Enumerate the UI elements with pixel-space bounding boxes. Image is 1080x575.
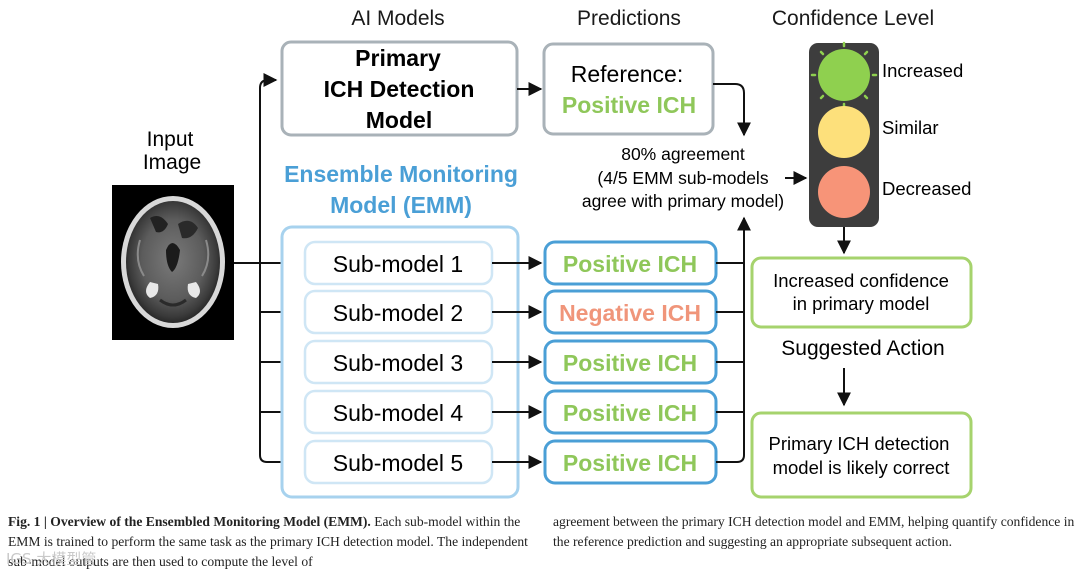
- input-label-line2: Image: [143, 151, 201, 174]
- figure-caption-left: Fig. 1 | Overview of the Ensembled Monit…: [8, 512, 532, 572]
- agreement-line1: 80% agreement: [621, 144, 745, 164]
- suggested-action-label: Suggested Action: [781, 337, 944, 360]
- submodel-name-4: Sub-model 4: [333, 400, 464, 426]
- submodel-name-5: Sub-model 5: [333, 450, 463, 476]
- submodel-row-3: Sub-model 3 Positive ICH: [303, 339, 718, 385]
- action-line1: Primary ICH detection: [769, 433, 950, 454]
- action-line2: model is likely correct: [773, 457, 950, 478]
- watermark: IGS 大模型管: [6, 550, 97, 568]
- action-box: Primary ICH detection model is likely co…: [750, 411, 973, 499]
- reference-label: Reference:: [571, 61, 684, 87]
- primary-model-line2: ICH Detection: [324, 76, 475, 102]
- header-ai-models: AI Models: [351, 7, 444, 30]
- submodel-row-2: Sub-model 2 Negative ICH: [303, 289, 718, 335]
- traffic-light: [809, 41, 879, 227]
- submodel-row-5: Sub-model 5 Positive ICH: [303, 439, 718, 485]
- reference-value: Positive ICH: [562, 92, 696, 118]
- primary-model-box: Primary ICH Detection Model: [280, 40, 519, 137]
- confidence-line1: Increased confidence: [773, 270, 949, 291]
- prediction-3: Positive ICH: [563, 350, 697, 376]
- predictions-collector-arrows: [716, 216, 751, 463]
- caption-left-text: Each sub-model within the EMM is trained…: [8, 514, 528, 569]
- agreement-text: 80% agreement (4/5 EMM sub-models agree …: [582, 144, 784, 211]
- reference-to-agreement-arrow: [713, 83, 751, 137]
- prediction-1: Positive ICH: [563, 251, 697, 277]
- prediction-4: Positive ICH: [563, 400, 697, 426]
- submodel-row-4: Sub-model 4 Positive ICH: [303, 389, 718, 435]
- figure-caption-right: agreement between the primary ICH detect…: [553, 514, 1075, 549]
- figure-label: Fig. 1 | Overview of the Ensembled Monit…: [8, 514, 371, 529]
- label-increased: Increased: [882, 60, 963, 81]
- increased-light: [810, 41, 878, 109]
- reference-box: Reference: Positive ICH: [542, 42, 715, 136]
- emm-title-line2: Model (EMM): [330, 192, 472, 218]
- submodel-name-1: Sub-model 1: [333, 251, 463, 277]
- label-similar: Similar: [882, 117, 939, 138]
- confidence-box: Increased confidence in primary model: [750, 256, 973, 329]
- submodel-name-3: Sub-model 3: [333, 350, 463, 376]
- confidence-line2: in primary model: [793, 293, 930, 314]
- label-decreased: Decreased: [882, 178, 971, 199]
- brain-ct-scan-icon: [112, 185, 234, 340]
- agreement-line3: agree with primary model): [582, 191, 784, 211]
- header-confidence-level: Confidence Level: [772, 7, 934, 30]
- prediction-5: Positive ICH: [563, 450, 697, 476]
- emm-title-line1: Ensemble Monitoring: [284, 161, 518, 187]
- input-label-line1: Input: [147, 128, 194, 151]
- ems-diagram: AI Models Predictions Confidence Level I…: [112, 7, 973, 499]
- similar-light: [818, 106, 870, 158]
- prediction-2: Negative ICH: [559, 300, 701, 326]
- agreement-line2: (4/5 EMM sub-models: [597, 168, 768, 188]
- primary-model-line3: Model: [366, 107, 432, 133]
- primary-model-line1: Primary: [355, 45, 441, 71]
- submodel-name-2: Sub-model 2: [333, 300, 463, 326]
- header-predictions: Predictions: [577, 7, 681, 30]
- decreased-light: [818, 166, 870, 218]
